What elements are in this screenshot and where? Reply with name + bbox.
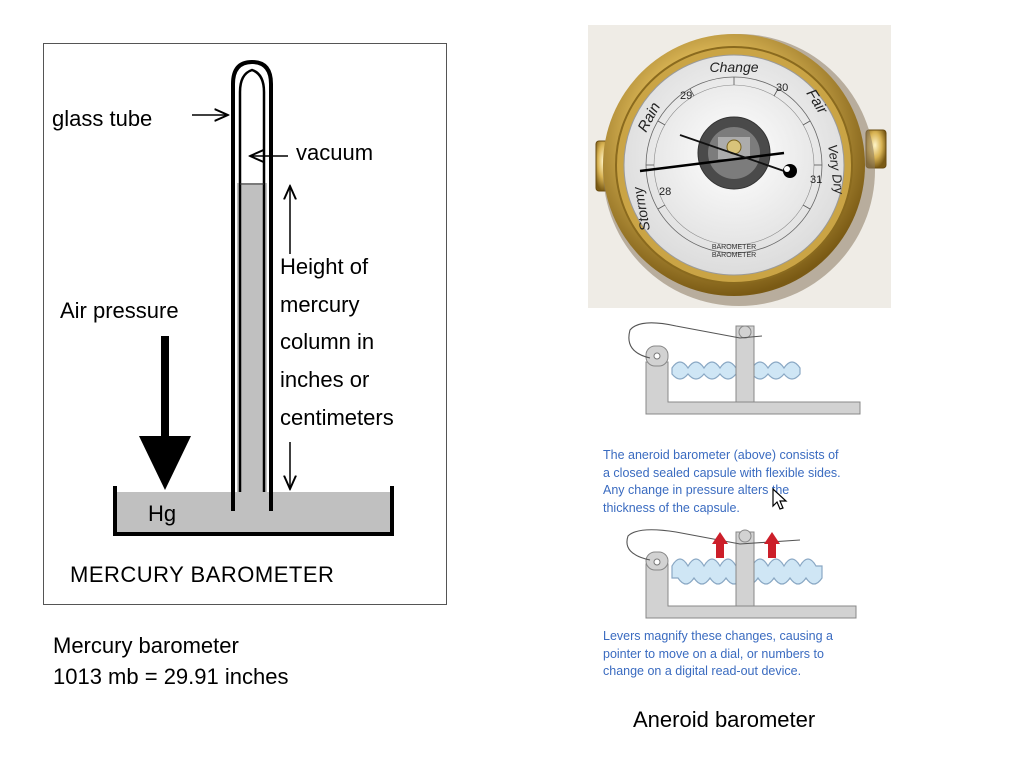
aneroid-capsule-diagram-top xyxy=(628,322,861,415)
mercury-basin xyxy=(113,486,394,536)
aneroid-description-below: Levers magnify these changes, causing a … xyxy=(603,628,833,681)
label-height-line-5: centimeters xyxy=(280,405,394,430)
desc-above-line-2: a closed sealed capsule with flexible si… xyxy=(603,465,841,480)
mouse-cursor-icon xyxy=(772,488,788,510)
label-glass-tube: glass tube xyxy=(52,106,152,131)
mercury-column xyxy=(237,183,267,508)
desc-below-line-2: pointer to move on a dial, or numbers to xyxy=(603,646,824,661)
dial-word-very-dry: Very Dry xyxy=(825,143,847,196)
dial-inch-30: 30 xyxy=(776,82,788,94)
desc-above-line-4: thickness of the capsule. xyxy=(603,500,740,515)
dial-inch-29: 29 xyxy=(680,90,692,102)
dial-inch-31: 31 xyxy=(810,174,822,186)
aneroid-barometer-photo: Change Rain Fair Stormy Very Dry 29 30 2… xyxy=(588,25,891,308)
dial-sub-brand: BAROMETER xyxy=(712,252,756,259)
mercury-barometer-diagram: glass tube vacuum Height of mercury colu… xyxy=(43,43,447,605)
label-height-line-2: mercury xyxy=(280,292,359,317)
mercury-caption-line-1: Mercury barometer xyxy=(53,633,239,658)
mercury-caption-line-2: 1013 mb = 29.91 inches xyxy=(53,664,289,689)
desc-below-line-3: change on a digital read-out device. xyxy=(603,664,802,678)
desc-below-line-1: Levers magnify these changes, causing a xyxy=(603,629,833,643)
dial-word-change: Change xyxy=(709,59,758,75)
desc-above-line-1: The aneroid barometer (above) consists o… xyxy=(603,448,839,462)
label-height-line-4: inches or xyxy=(280,367,369,392)
aneroid-caption: Aneroid barometer xyxy=(633,707,816,732)
dial-main-pointer xyxy=(639,151,785,173)
diagram-title: MERCURY BAROMETER xyxy=(70,562,334,587)
desc-above-line-3: Any change in pressure alters the xyxy=(603,483,790,497)
capsule-lever-wire xyxy=(628,322,763,359)
aneroid-capsule-diagram-bottom xyxy=(626,529,857,619)
dial-inch-28: 28 xyxy=(659,186,671,198)
aneroid-description-above: The aneroid barometer (above) consists o… xyxy=(603,447,841,517)
barometer-dial-svg: Change Rain Fair Stormy Very Dry 29 30 2… xyxy=(588,25,891,308)
red-up-arrow-left xyxy=(712,532,728,558)
glass-tube xyxy=(231,59,273,511)
label-height-line-3: column in xyxy=(280,329,374,354)
capsule-base-bracket xyxy=(645,361,861,415)
label-hg: Hg xyxy=(148,501,176,526)
mercury-barometer-svg: glass tube vacuum Height of mercury colu… xyxy=(52,59,394,587)
air-pressure-arrow-shaft xyxy=(161,336,169,444)
red-up-arrow-right xyxy=(764,532,780,558)
dial-brand: BAROMETER xyxy=(712,244,756,251)
label-height-line-1: Height of xyxy=(280,254,369,279)
dial-set-pointer xyxy=(679,134,785,172)
label-air-pressure: Air pressure xyxy=(60,298,179,323)
dial-word-stormy: Stormy xyxy=(629,185,653,232)
mercury-caption: Mercury barometer 1013 mb = 29.91 inches xyxy=(53,630,288,692)
air-pressure-arrow-head xyxy=(139,436,191,490)
label-vacuum: vacuum xyxy=(296,140,373,165)
